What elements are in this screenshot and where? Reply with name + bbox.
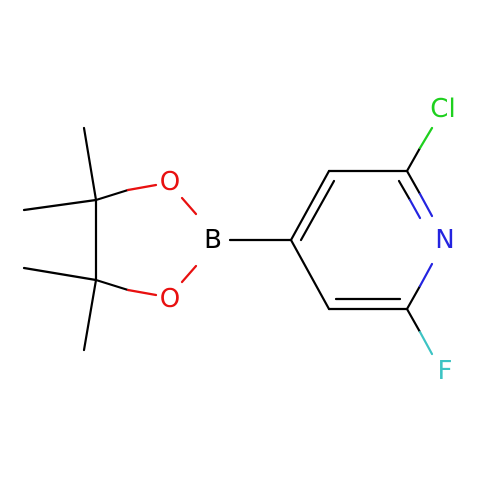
bond-ring-1	[289, 169, 331, 242]
bond-c-o2-red	[126, 288, 158, 297]
atom-oxygen-bottom: O	[160, 284, 180, 314]
bond-methyl-c2	[22, 198, 98, 212]
atom-labels: Cl N F B O O	[160, 94, 456, 386]
bond-c-f-cyan	[418, 330, 434, 356]
bond-c-o1-red	[126, 183, 158, 192]
bond-o1-b-red	[180, 196, 198, 216]
bond-c-cl-black	[405, 146, 422, 173]
bond-c-cl-green	[418, 126, 434, 150]
atom-nitrogen: N	[435, 225, 454, 255]
bond-ring-3	[289, 238, 331, 311]
atom-oxygen-top: O	[160, 167, 180, 197]
atom-chlorine: Cl	[430, 94, 455, 124]
bond-c-f-black	[405, 307, 422, 334]
bond-c-n-bot-black	[405, 284, 422, 311]
bond-c-n-top-inner-black	[397, 179, 412, 202]
bond-ring-1-inner	[299, 179, 336, 242]
atom-fluorine: F	[438, 356, 453, 386]
bond-c-n-top-inner-blue	[408, 198, 422, 220]
bond-methyl-c1	[82, 126, 98, 202]
bond-methyl-c4	[82, 278, 98, 352]
bond-c-n-top-black	[405, 169, 422, 196]
bond-o2-b-red	[180, 264, 198, 284]
bond-c-o2-black	[94, 278, 130, 292]
bond-c-n-top-blue	[418, 192, 434, 218]
bonds	[22, 126, 434, 356]
bond-methyl-c3	[22, 266, 98, 282]
bond-c-n-bot-blue	[418, 262, 434, 288]
atom-boron: B	[204, 225, 222, 255]
bond-c-o1-black	[94, 188, 130, 202]
